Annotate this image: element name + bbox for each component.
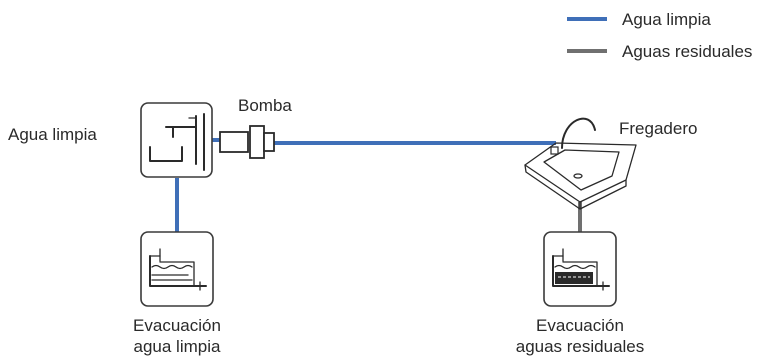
waste-drain-label-line1: Evacuación: [536, 316, 624, 335]
pump-icon: [219, 125, 275, 159]
clean-drain-label-line1: Evacuación: [133, 316, 221, 335]
sink: Fregadero: [524, 117, 697, 210]
legend-label-waste-water: Aguas residuales: [622, 42, 752, 61]
clean-drain-label-line2: agua limpia: [134, 337, 221, 356]
sink-icon: [524, 117, 637, 210]
waste-drain-label-line2: aguas residuales: [516, 337, 645, 356]
pipes: [175, 138, 582, 232]
clean-water-tank-icon: [149, 113, 205, 171]
legend: Agua limpia Aguas residuales: [567, 10, 752, 61]
pump: Bomba: [219, 96, 292, 159]
waste-drain: Evacuación aguas residuales: [516, 231, 645, 356]
pump-label: Bomba: [238, 96, 292, 115]
clean-water-tank: Agua limpia: [8, 102, 213, 178]
clean-drain-icon: [149, 248, 207, 291]
legend-label-clean-water: Agua limpia: [622, 10, 711, 29]
waste-drain-icon: [552, 248, 610, 291]
clean-water-tank-label: Agua limpia: [8, 125, 97, 144]
clean-drain: Evacuación agua limpia: [133, 231, 221, 356]
sink-label: Fregadero: [619, 119, 697, 138]
